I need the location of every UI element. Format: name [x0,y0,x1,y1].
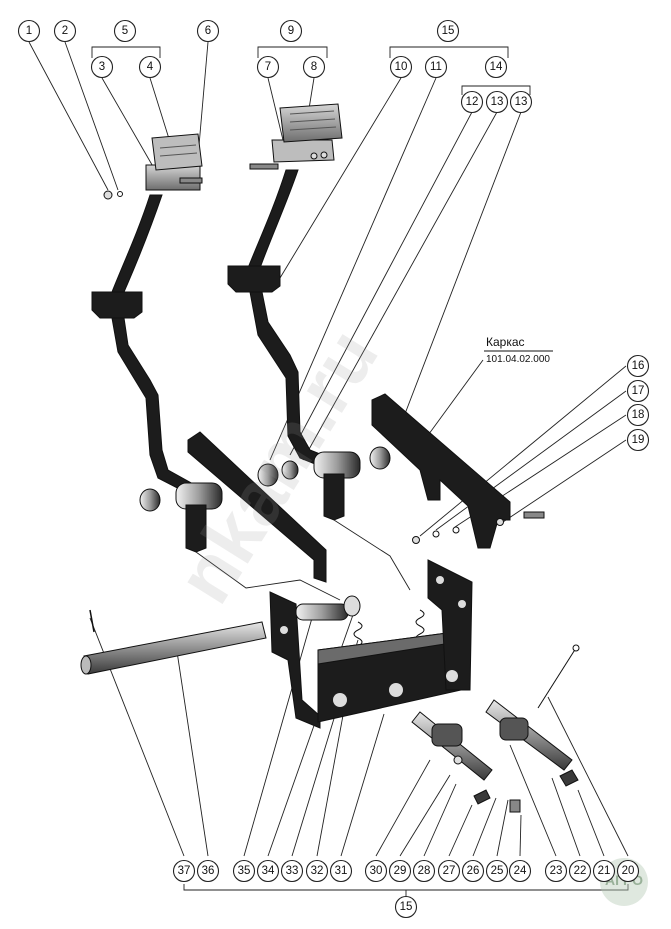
svg-text:9: 9 [288,25,294,37]
frame-label: Каркас 101.04.02.000 [484,335,553,365]
svg-text:26: 26 [467,865,480,877]
callout-15-bottom: 15 [394,895,418,919]
callout-15-top: 15 [436,19,460,43]
svg-text:20: 20 [622,865,635,877]
callout-10: 10 [389,55,413,79]
svg-text:10: 10 [395,61,408,73]
frame-fasteners [412,511,545,544]
callout-33: 33 [280,859,304,883]
wire-links [195,519,411,601]
svg-text:11: 11 [430,61,442,73]
callout-11: 11 [424,55,448,79]
svg-text:37: 37 [178,865,191,877]
svg-text:7: 7 [265,61,271,73]
callout-12: 12 [460,90,484,114]
callout-23: 23 [544,859,568,883]
callout-5: 5 [113,19,137,43]
callout-13-b: 13 [509,90,533,114]
callout-13-a: 13 [485,90,509,114]
svg-text:16: 16 [632,360,645,372]
callout-21: 21 [592,859,616,883]
callout-2: 2 [53,19,77,43]
svg-text:19: 19 [632,434,645,446]
callout-25: 25 [485,859,509,883]
svg-text:22: 22 [574,865,587,877]
svg-text:13: 13 [491,96,504,108]
svg-text:36: 36 [202,865,215,877]
callout-6: 6 [196,19,220,43]
callouts: 1 2 5 6 3 4 9 7 8 15 10 11 14 12 13 13 1… [17,19,650,919]
svg-text:15: 15 [400,901,413,913]
callout-28: 28 [412,859,436,883]
svg-text:8: 8 [311,61,317,73]
svg-text:5: 5 [122,25,128,37]
shaft-bushings [139,446,391,553]
callout-20: 20 [616,859,640,883]
callout-37: 37 [172,859,196,883]
callout-1: 1 [17,19,41,43]
svg-text:28: 28 [418,865,431,877]
frame-label-code: 101.04.02.000 [486,354,550,365]
svg-text:31: 31 [335,865,348,877]
svg-text:17: 17 [632,385,645,397]
callout-7: 7 [256,55,280,79]
callout-32: 32 [305,859,329,883]
pedal-left [91,133,203,498]
callout-30: 30 [364,859,388,883]
pedal-box-frame [269,559,473,729]
svg-text:21: 21 [598,865,611,877]
svg-text:6: 6 [205,25,211,37]
svg-text:12: 12 [466,96,479,108]
callout-19: 19 [626,428,650,452]
pedal-right [227,103,343,473]
leader-lines [28,41,629,896]
svg-text:1: 1 [26,25,32,37]
master-cylinder-right [485,644,580,787]
svg-text:24: 24 [514,865,527,877]
svg-text:4: 4 [147,61,154,73]
callout-4: 4 [138,55,162,79]
frame-rail [371,393,511,549]
master-cylinder-left [411,711,521,813]
svg-text:25: 25 [491,865,504,877]
support-bracket [187,431,327,583]
svg-text:18: 18 [632,409,645,421]
svg-text:32: 32 [311,865,324,877]
svg-text:23: 23 [550,865,563,877]
svg-text:2: 2 [62,25,68,37]
callout-16: 16 [626,354,650,378]
callout-26: 26 [461,859,485,883]
frame-label-name: Каркас [486,335,525,349]
callout-17: 17 [626,379,650,403]
svg-text:27: 27 [443,865,456,877]
long-shaft [80,609,267,675]
svg-text:34: 34 [262,865,275,877]
callout-22: 22 [568,859,592,883]
callout-24: 24 [508,859,532,883]
small-fasteners-top [103,190,123,200]
svg-text:13: 13 [515,96,528,108]
callout-27: 27 [437,859,461,883]
callout-35: 35 [232,859,256,883]
svg-text:30: 30 [370,865,383,877]
callout-31: 31 [329,859,353,883]
svg-text:29: 29 [394,865,407,877]
callout-36: 36 [196,859,220,883]
callout-14: 14 [484,55,508,79]
callout-29: 29 [388,859,412,883]
svg-text:15: 15 [442,25,455,37]
callout-8: 8 [302,55,326,79]
svg-text:3: 3 [99,61,105,73]
callout-3: 3 [90,55,114,79]
callout-18: 18 [626,403,650,427]
callout-34: 34 [256,859,280,883]
svg-text:14: 14 [490,61,503,73]
callout-9: 9 [279,19,303,43]
svg-text:33: 33 [286,865,299,877]
svg-text:35: 35 [238,865,251,877]
